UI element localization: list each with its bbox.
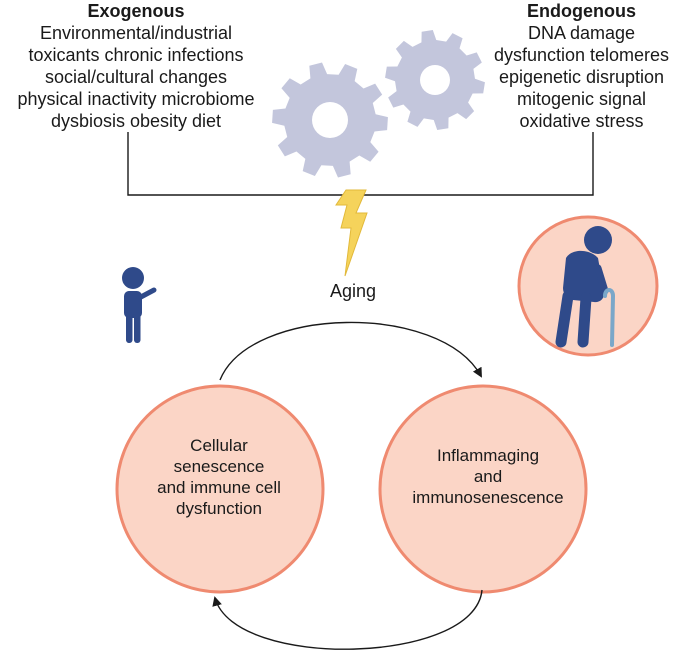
circle-text-line: and	[473, 467, 503, 486]
lightning-bolt-icon	[335, 189, 368, 277]
endogenous-line: epigenetic disruption	[498, 67, 665, 87]
inflammaging-text: Inflammaging and immunosenescence	[378, 445, 598, 508]
exogenous-line: physical inactivity microbiome	[17, 89, 255, 109]
endogenous-heading: Endogenous	[527, 1, 636, 21]
cellular-senescence-text: Cellular senescence and immune cell dysf…	[126, 435, 312, 519]
circle-text-line: and immune cell	[157, 478, 281, 497]
inflammaging-circle	[378, 384, 588, 594]
endogenous-line: DNA damage	[527, 23, 636, 43]
exogenous-line: social/cultural changes	[44, 67, 228, 87]
child-icon	[122, 267, 157, 343]
circle-text-line: dysfunction	[176, 499, 262, 518]
circle-text-line: Cellular	[190, 436, 248, 455]
gear-hole	[420, 65, 450, 95]
bottom-cycle-arrow	[212, 589, 483, 650]
exogenous-block: Exogenous Environmental/industrial toxic…	[0, 0, 272, 132]
aging-label: Aging	[329, 281, 377, 301]
endogenous-block: Endogenous DNA damage dysfunction telome…	[478, 0, 685, 132]
endogenous-line: oxidative stress	[519, 111, 644, 131]
endogenous-line: dysfunction telomeres	[493, 45, 670, 65]
circle-text-line: senescence	[173, 457, 265, 476]
exogenous-line: Environmental/industrial	[39, 23, 233, 43]
gears-icon	[272, 30, 485, 178]
cellular-senescence-circle	[115, 384, 325, 594]
top-cycle-arrow	[219, 321, 482, 381]
circle-text-line: Inflammaging	[436, 446, 540, 465]
exogenous-line: dysbiosis obesity diet	[50, 111, 222, 131]
endogenous-line: mitogenic signal	[516, 89, 647, 109]
circle-text-line: immunosenescence	[412, 488, 564, 507]
gear-hole	[312, 102, 348, 138]
elderly-person-with-cane-icon	[555, 226, 616, 348]
exogenous-line: toxicants chronic infections	[28, 45, 244, 65]
exogenous-heading: Exogenous	[87, 1, 185, 21]
